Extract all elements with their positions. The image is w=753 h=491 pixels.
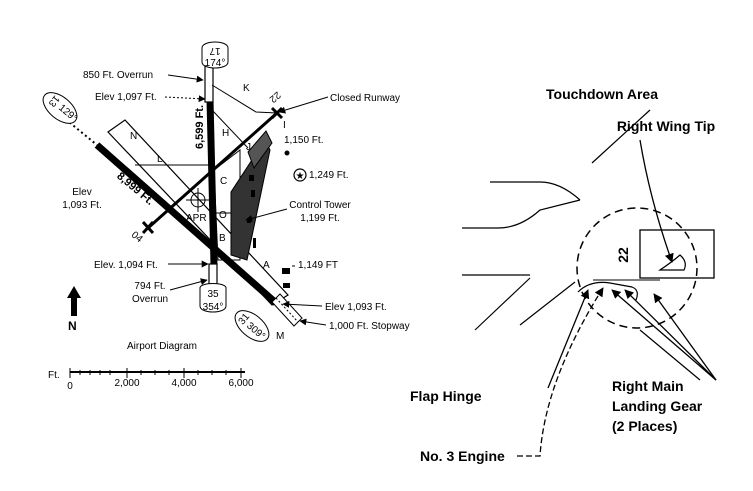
elev-1093-se-label: Elev 1,093 Ft. bbox=[325, 302, 387, 313]
closed-runway-04-22 bbox=[147, 111, 278, 230]
stopway-hatch bbox=[275, 297, 299, 323]
closed-runway-label: Closed Runway bbox=[330, 93, 400, 104]
leader-flap-hinge bbox=[547, 289, 590, 389]
elev-west-line2: 1,093 Ft. bbox=[62, 200, 101, 211]
obstacle-1150-label: 1,150 Ft. bbox=[284, 135, 323, 146]
runway-35-heading: 354° bbox=[203, 302, 224, 313]
runway-35-num: 35 bbox=[207, 289, 219, 300]
taxiway-label-a: A bbox=[263, 260, 270, 271]
north-arrow-icon bbox=[67, 286, 81, 316]
pavement-edge-nw2 bbox=[462, 199, 581, 229]
taxiway-label-b: B bbox=[219, 233, 226, 244]
apron-north bbox=[247, 130, 273, 170]
touchdown-diagram: 22 Touchdown Area Right Wing Tip Flap Hi… bbox=[410, 86, 717, 464]
taxiway-label-l: L bbox=[157, 154, 163, 165]
north-label: N bbox=[68, 319, 77, 333]
pavement-edge-s bbox=[519, 281, 576, 326]
bubble-31 bbox=[234, 310, 270, 342]
runway-17-35 bbox=[206, 99, 218, 266]
leader-engine bbox=[517, 287, 604, 457]
taxiway-label-h: H bbox=[222, 128, 229, 139]
obstacle-1249-star: ★ bbox=[296, 171, 305, 182]
taxiway-label-o: O bbox=[219, 210, 227, 221]
overrun-north-label: 850 Ft. Overrun bbox=[83, 70, 153, 81]
taxiway-c-b bbox=[213, 148, 241, 261]
elev-1094-label: Elev. 1,094 Ft. bbox=[94, 260, 158, 271]
taxiway-label-j: J bbox=[246, 142, 251, 153]
pavement-edge-sw bbox=[474, 277, 531, 331]
taxiway-label-i: I bbox=[283, 120, 286, 131]
touchdown-circle bbox=[576, 207, 698, 329]
scale-tick-4000: 4,000 bbox=[171, 378, 196, 389]
obstacle-1150-dot bbox=[284, 150, 290, 156]
overrun-south-line1: 794 Ft. bbox=[134, 281, 165, 292]
runway-13-extension bbox=[57, 112, 98, 146]
stopway-label: 1,000 Ft. Stopway bbox=[329, 321, 410, 332]
gear-label-line3: (2 Places) bbox=[612, 418, 677, 434]
leader-elev-1093-se bbox=[282, 300, 323, 308]
bubble-17 bbox=[201, 41, 229, 69]
leader-stopway bbox=[299, 318, 327, 326]
touchdown-title: Touchdown Area bbox=[546, 86, 658, 102]
airport-diagram-title: Airport Diagram bbox=[127, 341, 197, 352]
obstacle-1249-label: 1,249 Ft. bbox=[309, 170, 348, 181]
taxiway-label-m: M bbox=[276, 331, 284, 342]
aircraft-gear-outline bbox=[577, 281, 638, 301]
scale-tick-6000: 6,000 bbox=[228, 378, 253, 389]
leader-closed-runway bbox=[278, 96, 329, 114]
leader-wing-tip bbox=[639, 139, 674, 263]
leader-control-tower bbox=[245, 208, 288, 222]
bubble-13 bbox=[42, 92, 78, 124]
runway-17-num: 17 bbox=[209, 45, 221, 56]
runway-13-31 bbox=[94, 142, 279, 306]
engine-label: No. 3 Engine bbox=[420, 448, 505, 464]
apr-label: APR bbox=[186, 213, 207, 224]
flap-hinge-label: Flap Hinge bbox=[410, 388, 482, 404]
pavement-edge-nw bbox=[490, 181, 581, 201]
scale-tick-2000: 2,000 bbox=[114, 378, 139, 389]
overrun-south bbox=[208, 263, 218, 285]
leader-gear-3 bbox=[653, 293, 717, 381]
control-tower-line2: 1,199 Ft. bbox=[300, 213, 339, 224]
taxiway-k bbox=[211, 84, 278, 114]
building bbox=[249, 175, 254, 181]
gear-label-line1: Right Main bbox=[612, 378, 684, 394]
right-wing-tip-label: Right Wing Tip bbox=[617, 118, 715, 134]
taxiway-label-k: K bbox=[243, 83, 250, 94]
leader-gear-2 bbox=[624, 289, 717, 381]
taxiway-label-n: N bbox=[130, 131, 137, 142]
length-17-35: 6,599 Ft. bbox=[194, 105, 206, 149]
obstacle-1149-label: 1,149 FT bbox=[298, 260, 338, 271]
scale-tick-0: 0 bbox=[67, 381, 73, 392]
building bbox=[253, 238, 256, 248]
gear-label-line2: Landing Gear bbox=[612, 398, 703, 414]
runway-22-num: 22 bbox=[267, 89, 283, 105]
scale-unit: Ft. bbox=[48, 370, 60, 381]
taxiway-h bbox=[211, 109, 249, 149]
obstacle-1249-circle bbox=[293, 168, 307, 182]
runway-17-heading: 174° bbox=[205, 58, 226, 69]
aircraft-wing-tip bbox=[658, 254, 686, 271]
building bbox=[282, 268, 290, 274]
scale-minor-ticks bbox=[69, 368, 242, 378]
runway-end-box bbox=[639, 229, 715, 279]
airport-diagram: ★ bbox=[42, 41, 410, 392]
leader-overrun-north bbox=[167, 74, 204, 83]
leader-gear-1 bbox=[611, 289, 717, 381]
elev-north-label: Elev 1,097 Ft. bbox=[95, 92, 157, 103]
pavement-edge-se bbox=[639, 329, 701, 381]
building bbox=[283, 283, 290, 288]
overrun-south-line2: Overrun bbox=[132, 294, 168, 305]
leader-elev-north bbox=[164, 95, 206, 103]
leader-overrun-south bbox=[169, 278, 208, 291]
elev-west-line1: Elev bbox=[72, 187, 91, 198]
building bbox=[251, 190, 255, 197]
control-tower-line1: Control Tower bbox=[289, 200, 351, 211]
touchdown-runway-num: 22 bbox=[615, 247, 631, 263]
taxiway-label-c: C bbox=[220, 176, 227, 187]
closed-runway-x2 bbox=[141, 220, 155, 235]
pavement-edge-n bbox=[591, 109, 651, 164]
